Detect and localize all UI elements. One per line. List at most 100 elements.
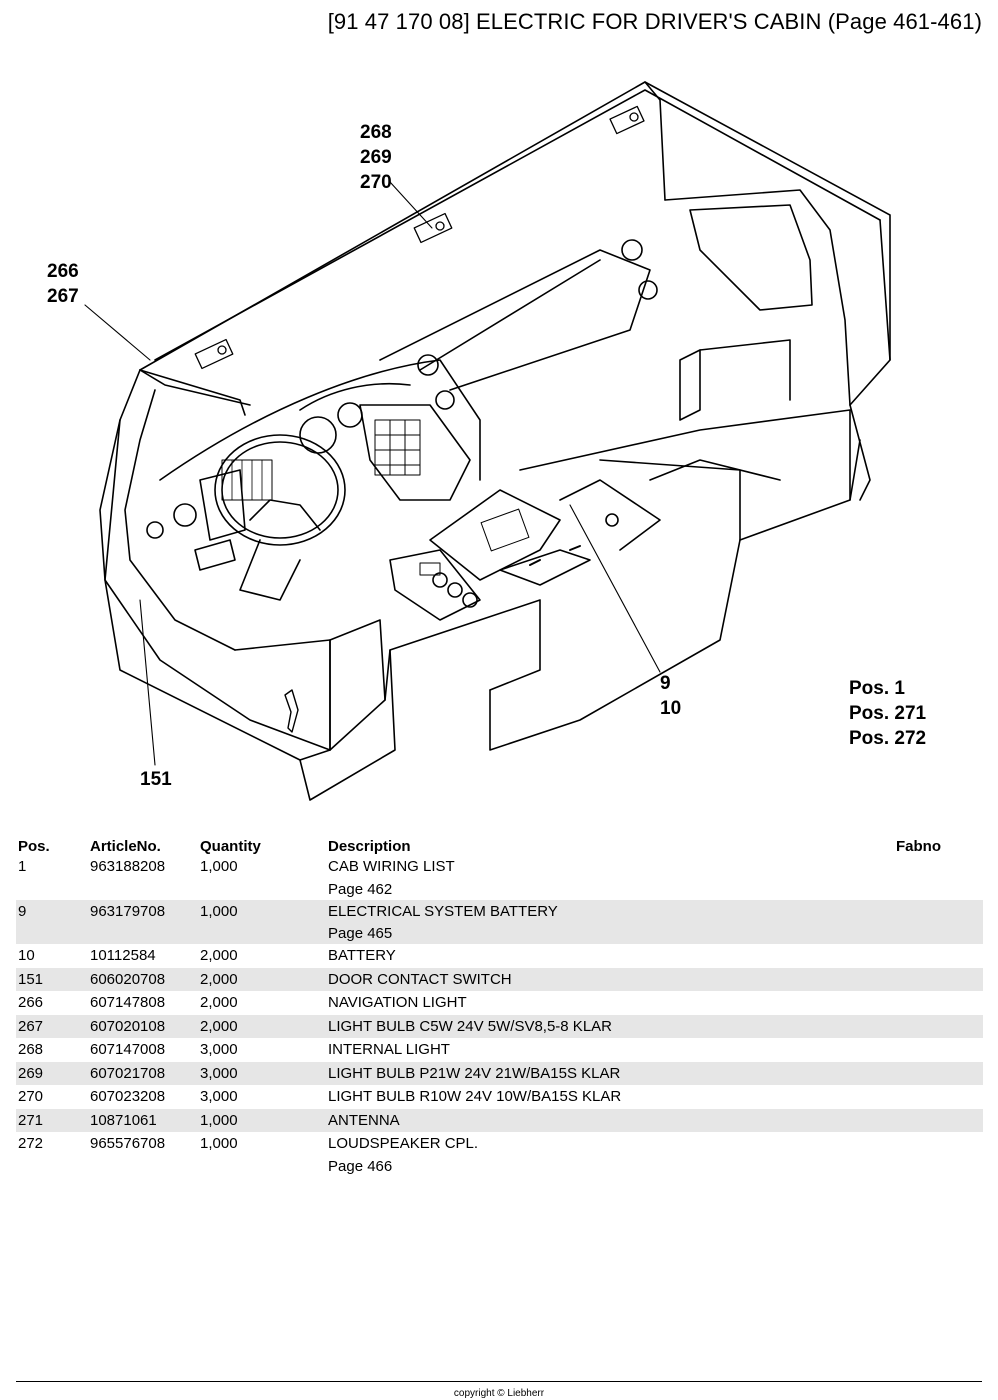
cell-desc: ELECTRICAL SYSTEM BATTERY xyxy=(326,899,896,923)
cell-article: 963179708 xyxy=(88,899,198,923)
steering-wheel xyxy=(214,434,346,601)
table-row: 10 10112584 2,000 BATTERY xyxy=(16,944,983,968)
cell-qty: 2,000 xyxy=(198,1014,326,1038)
pos-note: Pos. 272 xyxy=(849,728,927,749)
left-console xyxy=(146,469,246,571)
cell-pos: 266 xyxy=(18,994,44,1012)
cell-page-ref: Page 462 xyxy=(328,880,393,898)
cell-fabno xyxy=(896,899,983,923)
cell-article: 607147008 xyxy=(90,1041,166,1059)
col-header-pos: Pos. xyxy=(18,838,50,855)
cell-desc: LIGHT BULB P21W 24V 21W/BA15S KLAR xyxy=(326,1061,896,1085)
table-row: 271 10871061 1,000 ANTENNA xyxy=(16,1108,983,1132)
cell-desc: INTERNAL LIGHT xyxy=(328,1041,450,1059)
cell-article: 607021708 xyxy=(88,1061,198,1085)
table-row: 269 607021708 3,000 LIGHT BULB P21W 24V … xyxy=(16,1061,983,1085)
cell-article: 10112584 xyxy=(90,947,156,965)
cell-fabno xyxy=(896,991,983,1015)
cell-pos: 10 xyxy=(18,947,35,965)
cabin-drawing: 268 269 270 266 267 151 9 10 xyxy=(0,60,998,820)
cell-qty: 2,000 xyxy=(200,994,238,1012)
table-row: 267 607020108 2,000 LIGHT BULB C5W 24V 5… xyxy=(16,1014,983,1038)
table-header-row: Pos. ArticleNo. Quantity Description Fab… xyxy=(16,835,983,855)
cell-pos: 271 xyxy=(16,1108,88,1132)
cell-article: 10871061 xyxy=(88,1108,198,1132)
page-title: [91 47 170 08] ELECTRIC FOR DRIVER'S CAB… xyxy=(327,9,982,34)
footer-divider xyxy=(16,1381,982,1382)
col-header-description: Description xyxy=(328,838,411,855)
roof-light-fixtures xyxy=(194,105,645,370)
table-row-sub: Page 462 xyxy=(16,879,983,900)
cell-desc: LIGHT BULB C5W 24V 5W/SV8,5-8 KLAR xyxy=(326,1014,896,1038)
cell-fabno xyxy=(896,1132,983,1156)
cell-fabno xyxy=(896,1085,983,1109)
table-row: 9 963179708 1,000 ELECTRICAL SYSTEM BATT… xyxy=(16,899,983,923)
cell-qty: 2,000 xyxy=(198,967,326,991)
door-handle xyxy=(284,689,299,733)
table-row: 270 607023208 3,000 LIGHT BULB R10W 24V … xyxy=(16,1085,983,1109)
cell-page-ref: Page 466 xyxy=(328,1157,393,1175)
cell-qty: 1,000 xyxy=(198,1108,326,1132)
cell-article: 607023208 xyxy=(90,1088,166,1106)
cell-qty: 2,000 xyxy=(200,947,238,965)
cab-floor xyxy=(519,339,851,551)
cell-qty: 1,000 xyxy=(198,899,326,923)
cell-pos: 151 xyxy=(16,967,88,991)
cell-pos: 272 xyxy=(18,1135,44,1153)
leader-lines xyxy=(84,181,661,766)
cell-qty: 1,000 xyxy=(200,1135,238,1153)
cell-desc: ANTENNA xyxy=(326,1108,896,1132)
copyright-notice: copyright © Liebherr xyxy=(453,1388,545,1399)
cell-pos: 268 xyxy=(18,1041,44,1059)
callout-268-270: 268 269 270 xyxy=(360,122,392,193)
cell-fabno xyxy=(896,1038,983,1062)
switch-panel xyxy=(374,419,421,476)
windshield-frame xyxy=(99,369,331,751)
callout-151: 151 xyxy=(140,769,172,790)
cell-pos: 1 xyxy=(18,858,27,876)
cell-article: 606020708 xyxy=(88,967,198,991)
cell-qty: 3,000 xyxy=(200,1088,238,1106)
cell-pos: 270 xyxy=(18,1088,44,1106)
cell-fabno xyxy=(896,944,983,968)
parts-table: Pos. ArticleNo. Quantity Description Fab… xyxy=(16,835,983,1177)
cell-article: 607020108 xyxy=(88,1014,198,1038)
table-row-sub: Page 466 xyxy=(16,1156,983,1177)
pos-note: Pos. 1 xyxy=(849,678,905,699)
cell-qty: 3,000 xyxy=(198,1061,326,1085)
table-row: 268 607147008 3,000 INTERNAL LIGHT xyxy=(16,1038,983,1062)
cell-desc: CAB WIRING LIST xyxy=(328,858,455,876)
front-lower-panels xyxy=(104,419,861,801)
table-row: 1 963188208 1,000 CAB WIRING LIST xyxy=(16,855,983,879)
cell-qty: 3,000 xyxy=(200,1041,238,1059)
cell-desc: DOOR CONTACT SWITCH xyxy=(326,967,896,991)
callout-9-10: 9 10 xyxy=(660,673,682,719)
cell-pos: 267 xyxy=(16,1014,88,1038)
cell-fabno xyxy=(896,967,983,991)
table-row: 151 606020708 2,000 DOOR CONTACT SWITCH xyxy=(16,967,983,991)
center-console xyxy=(389,489,591,621)
table-row: 272 965576708 1,000 LOUDSPEAKER CPL. xyxy=(16,1132,983,1156)
cell-page-ref: Page 465 xyxy=(326,923,896,944)
col-header-quantity: Quantity xyxy=(200,838,261,855)
cell-article: 963188208 xyxy=(90,858,166,876)
position-notes: Pos. 1 Pos. 271 Pos. 272 xyxy=(849,676,926,751)
cell-desc: NAVIGATION LIGHT xyxy=(328,994,467,1012)
col-header-fabno: Fabno xyxy=(896,838,941,855)
right-side-wall xyxy=(664,189,891,501)
cell-desc: LOUDSPEAKER CPL. xyxy=(328,1135,479,1153)
cell-fabno xyxy=(896,855,983,879)
cell-desc: BATTERY xyxy=(328,947,396,965)
cell-desc: LIGHT BULB R10W 24V 10W/BA15S KLAR xyxy=(328,1088,622,1106)
table-row-sub: Page 465 xyxy=(16,923,983,944)
cell-fabno xyxy=(896,1061,983,1085)
cab-roof xyxy=(139,81,891,416)
cell-article: 607147808 xyxy=(90,994,166,1012)
cell-qty: 1,000 xyxy=(200,858,238,876)
col-header-article: ArticleNo. xyxy=(90,838,161,855)
cell-pos: 269 xyxy=(16,1061,88,1085)
table-row: 266 607147808 2,000 NAVIGATION LIGHT xyxy=(16,991,983,1015)
pos-note: Pos. 271 xyxy=(849,703,927,724)
callout-266-267: 266 267 xyxy=(47,261,79,307)
cell-pos: 9 xyxy=(16,899,88,923)
